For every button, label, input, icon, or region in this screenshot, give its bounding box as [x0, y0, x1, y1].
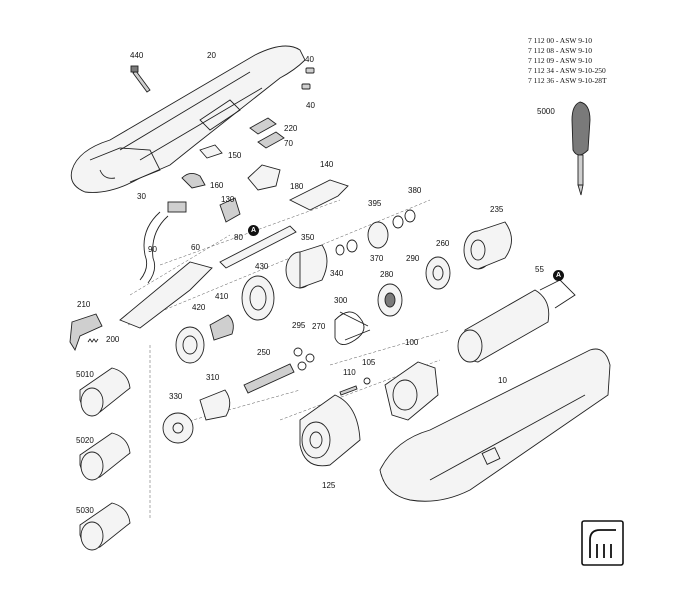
part-label-125: 125	[322, 481, 336, 490]
washer-105	[363, 377, 371, 385]
part-label-295: 295	[292, 321, 306, 330]
part-label-70: 70	[284, 139, 293, 148]
motor-55	[457, 279, 576, 363]
plate-220	[249, 117, 277, 135]
model-line: 7 112 08 - ASW 9-10	[528, 46, 592, 55]
part-label-310: 310	[206, 373, 220, 382]
part-label-440: 440	[130, 51, 144, 60]
attachment-5010	[79, 367, 131, 417]
attachment-5030	[79, 502, 131, 551]
wiring-90	[139, 211, 169, 284]
coupling-350	[285, 244, 328, 289]
housing-half-20	[70, 45, 306, 193]
part-label-105: 105	[362, 358, 376, 367]
model-list: 7 112 00 - ASW 9-10 7 112 08 - ASW 9-10 …	[528, 36, 607, 86]
part-label-210: 210	[77, 300, 91, 309]
part-label-250: 250	[257, 348, 271, 357]
gear-housing-100	[384, 361, 439, 421]
part-label-100: 100	[405, 338, 419, 347]
board-60	[119, 261, 213, 329]
part-label-370: 370	[370, 254, 384, 263]
screw-440	[130, 65, 151, 93]
sleeve-410	[209, 314, 234, 341]
part-label-80: 80	[234, 233, 243, 242]
part-label-260: 260	[436, 239, 450, 248]
spring-300	[334, 311, 371, 345]
part-label-110: 110	[343, 368, 356, 377]
part-label-350: 350	[301, 233, 315, 242]
pad-150	[199, 144, 223, 159]
gear-260	[425, 256, 451, 290]
part-label-5010: 5010	[76, 370, 94, 379]
part-label-5020: 5020	[76, 436, 94, 445]
clip-160	[181, 173, 206, 189]
lever-210	[69, 313, 103, 352]
bearing-280	[377, 283, 403, 317]
part-label-5000: 5000	[537, 107, 555, 116]
washer-430	[241, 275, 275, 321]
callout-a-right: A	[553, 270, 564, 281]
part-label-380: 380	[408, 186, 422, 195]
part-label-420: 420	[192, 303, 206, 312]
model-line: 7 112 34 - ASW 9-10-250	[528, 66, 606, 75]
model-line: 7 112 36 - ASW 9-10-28T	[528, 76, 607, 85]
part-label-330: 330	[169, 392, 183, 401]
switch-180	[247, 164, 281, 191]
part-label-10: 10	[498, 376, 507, 385]
plate-70	[257, 131, 285, 149]
planet-carrier-295	[293, 347, 315, 371]
part-label-280: 280	[380, 270, 394, 279]
part-label-180: 180	[290, 182, 304, 191]
callout-a-left: A	[248, 225, 259, 236]
model-line: 7 112 00 - ASW 9-10	[528, 36, 592, 45]
connector-90	[167, 201, 187, 213]
part-label-90: 90	[148, 245, 157, 254]
part-label-430: 430	[255, 262, 269, 271]
ring-gear-235	[463, 221, 512, 270]
spring-200	[87, 338, 99, 343]
shaft-250	[243, 363, 295, 394]
part-label-220: 220	[284, 124, 298, 133]
pin-40b	[301, 83, 311, 90]
screwdriver-5000	[571, 101, 591, 196]
part-label-60: 60	[191, 243, 200, 252]
model-line: 7 112 09 - ASW 9-10	[528, 56, 592, 65]
gear-wheel-330	[162, 412, 194, 444]
housing-10	[379, 348, 611, 502]
part-label-130: 130	[221, 195, 235, 204]
screw-110	[339, 385, 358, 396]
part-label-300: 300	[334, 296, 348, 305]
nut-420	[175, 326, 205, 364]
part-label-340: 340	[330, 269, 344, 278]
part-label-235: 235	[490, 205, 504, 214]
part-label-270: 270	[312, 322, 326, 331]
part-label-150: 150	[228, 151, 242, 160]
part-label-160: 160	[210, 181, 224, 190]
pin-40a	[305, 67, 315, 74]
part-label-30: 30	[137, 192, 146, 201]
ring-set-395	[335, 209, 416, 256]
part-label-55: 55	[535, 265, 544, 274]
part-130	[219, 197, 241, 223]
ribbon-80	[219, 225, 297, 269]
part-label-290: 290	[406, 254, 420, 263]
circuit-140	[288, 179, 349, 211]
part-label-20: 20	[207, 51, 216, 60]
part-label-410: 410	[215, 292, 229, 301]
part-label-5030: 5030	[76, 506, 94, 515]
fein-logo	[581, 520, 624, 566]
attachment-5020	[79, 432, 131, 481]
part-label-40b: 40	[306, 101, 315, 110]
part-label-395: 395	[368, 199, 382, 208]
part-label-40a: 40	[305, 55, 314, 64]
part-label-200: 200	[106, 335, 120, 344]
drive-310	[199, 389, 231, 421]
angle-head-125	[299, 394, 361, 467]
part-label-140: 140	[320, 160, 334, 169]
